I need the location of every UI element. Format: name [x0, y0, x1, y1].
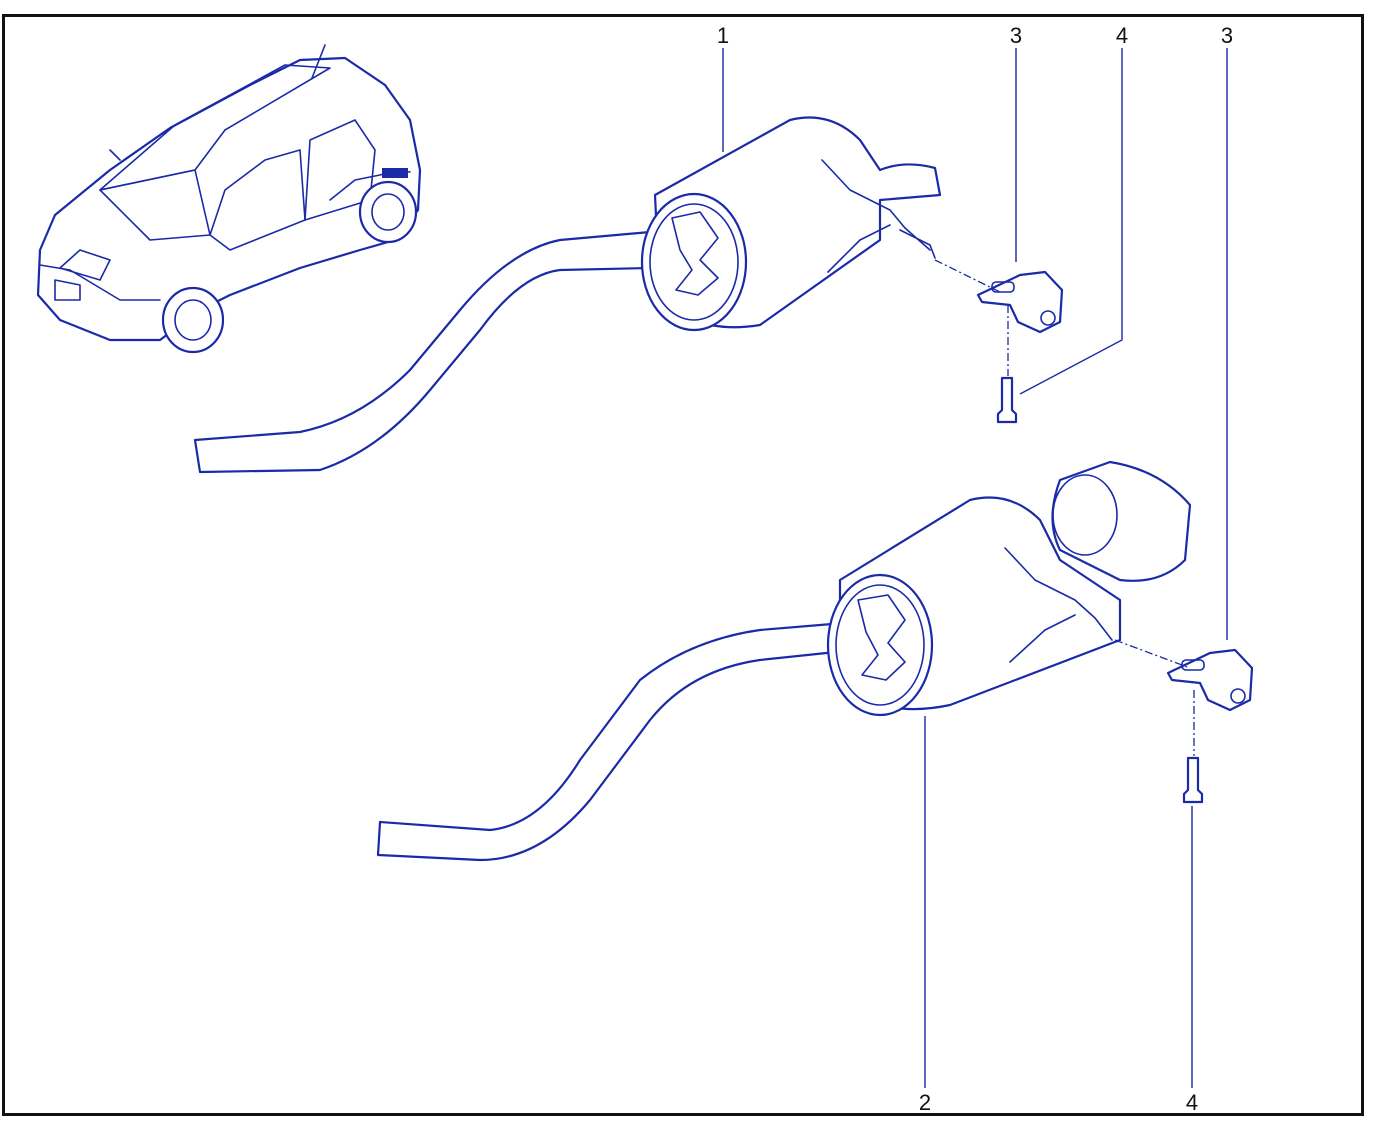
mounting-bracket-lower: [1166, 648, 1254, 712]
mounting-bolt-top: [996, 376, 1018, 424]
callout-4-top: 4: [1116, 23, 1128, 48]
callout-3-lower: 3: [1221, 23, 1233, 48]
callout-4-lower: 4: [1186, 1090, 1198, 1115]
callout-3-top: 3: [1010, 23, 1022, 48]
leader-line-4-top: [1019, 48, 1123, 395]
callout-2: 2: [919, 1090, 931, 1115]
vehicle-locator-illustration: [36, 44, 422, 354]
mounting-bolt-lower: [1182, 756, 1204, 804]
rear-muffler-top: [193, 116, 942, 474]
rear-muffler-lower: [376, 460, 1192, 862]
mounting-bracket-top: [976, 270, 1064, 334]
callout-1: 1: [717, 23, 729, 48]
